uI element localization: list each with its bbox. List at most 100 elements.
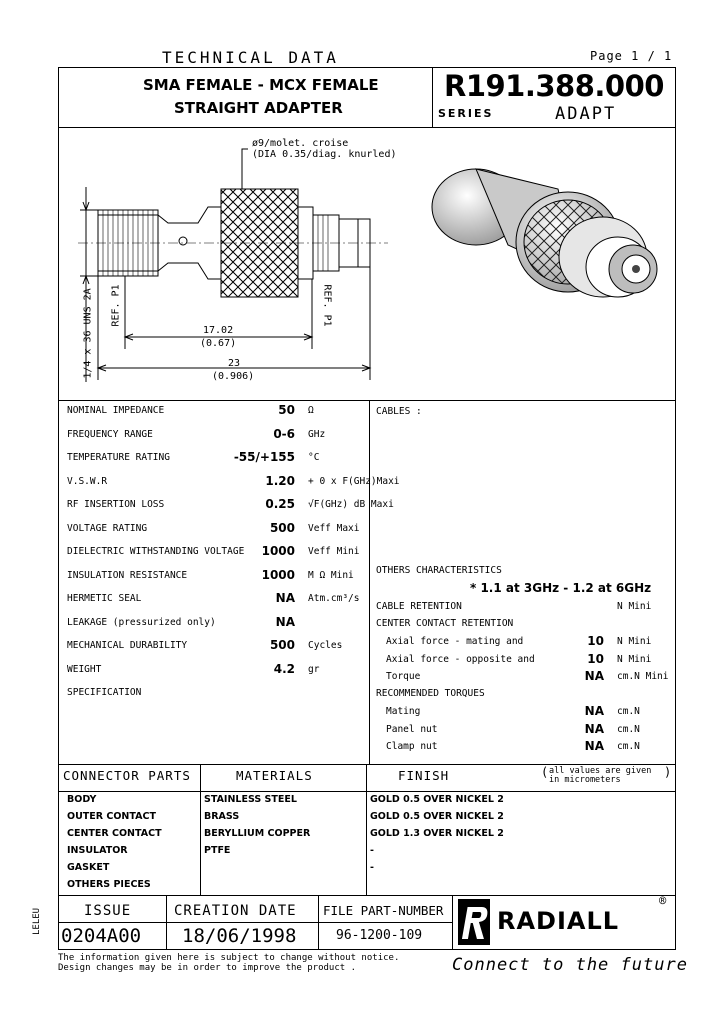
part-material: BERYLLIUM COPPER — [204, 828, 311, 839]
sheet-frame — [58, 67, 676, 950]
retention-value: 10 — [587, 651, 604, 666]
file-part-number-value: 96-1200-109 — [336, 928, 423, 943]
finish-note-line2: in micrometers — [549, 775, 621, 785]
vswr-note: * 1.1 at 3GHz - 1.2 at 6GHz — [470, 581, 652, 595]
dimension-17-mm: 17.02 — [203, 325, 234, 336]
spec-label: WEIGHT — [67, 663, 102, 675]
part-material: BRASS — [204, 811, 240, 822]
cable-retention-unit: N Mini — [617, 601, 652, 612]
divider — [58, 764, 676, 765]
recommended-torques-title: RECOMMENDED TORQUES — [376, 688, 485, 699]
center-retention-label: CENTER CONTACT RETENTION — [376, 618, 514, 629]
ref-p1-right: REF. P1 — [321, 284, 333, 327]
notice-line1: The information given here is subject to… — [58, 953, 400, 963]
brand-name: RADIALL — [497, 907, 620, 935]
divider — [366, 764, 367, 895]
spec-label: SPECIFICATION — [67, 687, 142, 698]
spec-label: HERMETIC SEAL — [67, 593, 142, 604]
creation-date-value: 18/06/1998 — [182, 925, 297, 947]
retention-unit: N Mini — [617, 653, 652, 665]
divider — [200, 764, 201, 895]
spec-value: 1000 — [261, 544, 295, 558]
divider — [318, 895, 319, 950]
spec-value: 50 — [278, 403, 295, 417]
spec-value: 1.20 — [265, 473, 295, 488]
finish-note-line1: all values are given — [549, 766, 652, 776]
part-name: GASKET — [67, 862, 110, 873]
technical-drawing — [78, 148, 658, 382]
series-label: SERIES — [438, 107, 494, 120]
spec-value: 4.2 — [273, 661, 295, 676]
spec-label: TEMPERATURE RATING — [67, 452, 170, 463]
thread-label: 1/4 x 36 UNS 2A — [82, 288, 94, 379]
others-characteristics-title: OTHERS CHARACTERISTICS — [376, 565, 502, 576]
part-name: OUTER CONTACT — [67, 811, 156, 822]
doc-title: TECHNICAL DATA — [162, 48, 339, 67]
spec-unit: √F(GHz) dB Maxi — [308, 499, 394, 510]
registered-mark: ® — [659, 894, 667, 908]
part-finish: - — [370, 862, 374, 873]
part-finish: GOLD 1.3 OVER NICKEL 2 — [370, 828, 504, 839]
retention-unit: N Mini — [617, 636, 652, 647]
divider — [452, 895, 453, 950]
torque-unit: cm.N — [617, 741, 640, 752]
spec-unit: °C — [308, 452, 320, 463]
spec-unit: Veff Maxi — [308, 522, 360, 534]
col-finish: FINISH — [398, 768, 450, 783]
spec-value: NA — [275, 614, 295, 629]
retention-value: NA — [584, 669, 604, 683]
radiall-logo-icon — [458, 899, 490, 945]
spec-unit: Ω — [308, 405, 314, 416]
issue-value: 0204A00 — [61, 925, 142, 947]
part-name: OTHERS PIECES — [67, 879, 151, 890]
spec-unit: GHz — [308, 428, 326, 440]
torque-unit: cm.N — [617, 706, 640, 717]
spec-unit: Veff Mini — [308, 546, 360, 557]
part-finish: GOLD 0.5 OVER NICKEL 2 — [370, 794, 504, 805]
notice-line2: Design changes may be in order to improv… — [58, 963, 357, 973]
divider — [58, 791, 676, 792]
spec-label: NOMINAL IMPEDANCE — [67, 405, 165, 416]
retention-unit: cm.N Mini — [617, 671, 669, 682]
retention-label: Axial force - opposite and — [386, 653, 535, 665]
spec-value: 1000 — [261, 567, 295, 582]
spec-value: 0.25 — [265, 497, 295, 511]
spec-label: DIELECTRIC WITHSTANDING VOLTAGE — [67, 546, 245, 557]
issue-label: ISSUE — [84, 903, 132, 919]
product-title-line1: SMA FEMALE - MCX FEMALE — [143, 76, 379, 94]
part-name: CENTER CONTACT — [67, 828, 162, 839]
divider — [432, 67, 433, 127]
creation-date-label: CREATION DATE — [174, 903, 297, 919]
col-materials: MATERIALS — [236, 768, 313, 783]
spec-value: 0-6 — [273, 426, 295, 441]
spec-unit: Cycles — [308, 640, 343, 651]
spec-value: 500 — [269, 520, 295, 535]
part-name: BODY — [67, 794, 97, 805]
ref-p1-left: REF. P1 — [110, 284, 122, 327]
retention-value: 10 — [587, 634, 604, 648]
torque-unit: cm.N — [617, 723, 640, 735]
torque-value: NA — [584, 704, 604, 718]
slogan: Connect to the future — [452, 955, 688, 975]
spec-value: -55/+155 — [233, 450, 295, 464]
knurl-note-2: (DIA 0.35/diag. knurled) — [252, 149, 397, 160]
spec-unit: M Ω Mini — [308, 569, 354, 581]
torque-label: Mating — [386, 706, 421, 717]
divider — [166, 895, 167, 950]
dimension-23-in: (0.906) — [212, 371, 255, 382]
spec-label: VOLTAGE RATING — [67, 522, 148, 534]
dimension-17-in: (0.67) — [200, 338, 237, 349]
spec-label: INSULATION RESISTANCE — [67, 569, 188, 581]
retention-label: Torque — [386, 671, 421, 682]
spec-unit: Atm.cm³/s — [308, 593, 360, 604]
part-material: PTFE — [204, 845, 231, 856]
series-value: ADAPT — [555, 104, 617, 124]
knurl-note-1: ø9/molet. croise — [252, 138, 349, 149]
spec-label: MECHANICAL DURABILITY — [67, 640, 188, 651]
spec-label: RF INSERTION LOSS — [67, 499, 165, 510]
spec-label: LEAKAGE (pressurized only) — [67, 616, 216, 628]
spec-value: 500 — [269, 638, 295, 652]
product-title-line2: STRAIGHT ADAPTER — [174, 99, 343, 117]
spec-value: NA — [275, 591, 295, 605]
file-part-number-label: FILE PART-NUMBER — [323, 903, 444, 918]
